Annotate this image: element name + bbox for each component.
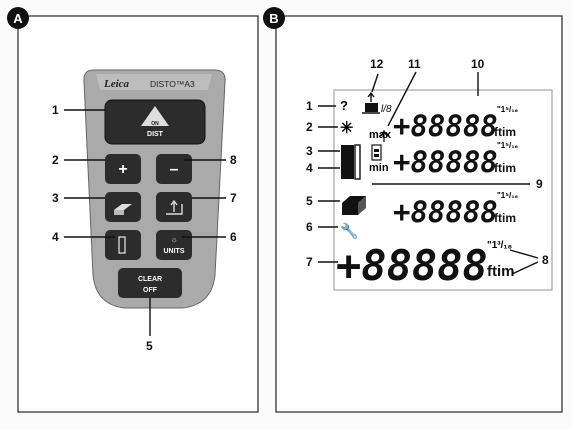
triangle-icon	[141, 106, 169, 126]
callout-b-8: 8	[542, 253, 549, 267]
min-label: min	[369, 162, 389, 174]
callout-b-7: 7	[306, 255, 313, 269]
units-button[interactable]: ☼ UNITS	[156, 230, 192, 260]
panel-b-badge-label: B	[269, 11, 278, 26]
tripod-up-arrow-icon	[380, 129, 388, 142]
row1-units: ftim	[494, 125, 516, 139]
panel-b-badge	[263, 7, 285, 29]
display-row-3: +88888 "1⁵/₁₆ ftim	[393, 191, 519, 229]
row3-digits: +88888	[393, 195, 498, 229]
display-row-1: +88888 "1⁵/₁₆ ftim	[393, 105, 519, 143]
clear-label: CLEAR	[138, 276, 162, 283]
lcd-display-frame	[333, 89, 553, 291]
panel-a-callouts: 1 2 3 4 5 6 7 8	[52, 103, 237, 353]
reference-icon	[166, 199, 183, 215]
callout-b-4: 4	[306, 161, 313, 175]
callout-b-6: 6	[306, 220, 313, 234]
main-units: ftim	[487, 263, 515, 280]
plus-label: +	[118, 161, 127, 178]
model-name: DISTO™A3	[150, 79, 195, 89]
main-digits: +88888	[336, 241, 488, 290]
main-fraction: "1³/₁₈	[487, 240, 513, 251]
off-label: OFF	[143, 287, 158, 294]
row1-digits: +88888	[393, 109, 498, 143]
panel-b: B ? ✳ 🔧 l/8 max min	[263, 7, 563, 413]
callout-b-10: 10	[471, 57, 485, 71]
callout-a-8: 8	[230, 153, 237, 167]
reference-top-icon	[362, 91, 380, 114]
row2-fraction: "1⁵/₁₆	[497, 141, 519, 150]
reference-button[interactable]	[156, 192, 192, 222]
panel-b-callouts: 1 2 3 4 5 6 7 8 9 10 11 12	[306, 57, 549, 275]
callout-b-1: 1	[306, 99, 313, 113]
display-main-row: +88888 "1³/₁₈ ftim	[336, 240, 515, 290]
row3-fraction: "1⁵/₁₆	[497, 191, 519, 200]
callout-a-1: 1	[52, 103, 59, 117]
callout-a-2: 2	[52, 153, 59, 167]
panel-a: A Leica DISTO™A3 ON DIST + –	[7, 7, 259, 413]
max-label: max	[369, 129, 392, 141]
panel-a-badge	[7, 7, 29, 29]
callout-a-5: 5	[146, 339, 153, 353]
battery-level-icon	[341, 144, 361, 180]
minus-button[interactable]: –	[156, 154, 192, 184]
memory-icon	[118, 236, 126, 254]
brand-logo: Leica	[103, 78, 130, 90]
on-label: ON	[151, 121, 159, 127]
panel-b-frame	[275, 15, 563, 413]
area-volume-icon	[342, 196, 366, 215]
callout-a-7: 7	[230, 191, 237, 205]
area-icon	[114, 204, 132, 210]
clear-off-button[interactable]: CLEAR OFF	[118, 268, 182, 298]
battery-icon	[371, 144, 382, 161]
laser-star-icon: ✳	[340, 120, 353, 137]
timer-memory-button[interactable]	[105, 230, 141, 260]
plus-button[interactable]: +	[105, 154, 141, 184]
units-label: UNITS	[164, 248, 185, 255]
area-volume-button[interactable]	[105, 192, 141, 222]
device-brand-strip	[96, 74, 212, 90]
callout-a-4: 4	[52, 230, 59, 244]
callout-a-6: 6	[230, 230, 237, 244]
light-icon: ☼	[170, 235, 177, 244]
fraction-setting-text: l/8	[381, 104, 392, 115]
panel-a-badge-label: A	[13, 11, 23, 26]
row3-units: ftim	[494, 211, 516, 225]
row1-fraction: "1⁵/₁₆	[497, 105, 519, 114]
wrench-icon: 🔧	[340, 221, 359, 240]
callout-b-2: 2	[306, 120, 313, 134]
row2-digits: +88888	[393, 145, 498, 179]
callout-b-5: 5	[306, 194, 313, 208]
on-dist-button[interactable]: ON DIST	[104, 99, 206, 145]
dist-label: DIST	[147, 131, 164, 138]
row2-units: ftim	[494, 161, 516, 175]
callout-b-11: 11	[408, 57, 421, 71]
question-icon: ?	[340, 98, 348, 113]
display-row-2: +88888 "1⁵/₁₆ ftim	[393, 141, 519, 179]
minus-label: –	[170, 161, 179, 178]
callout-a-3: 3	[52, 191, 59, 205]
callout-b-12: 12	[370, 57, 384, 71]
callout-b-3: 3	[306, 144, 313, 158]
callout-b-9: 9	[536, 177, 543, 191]
